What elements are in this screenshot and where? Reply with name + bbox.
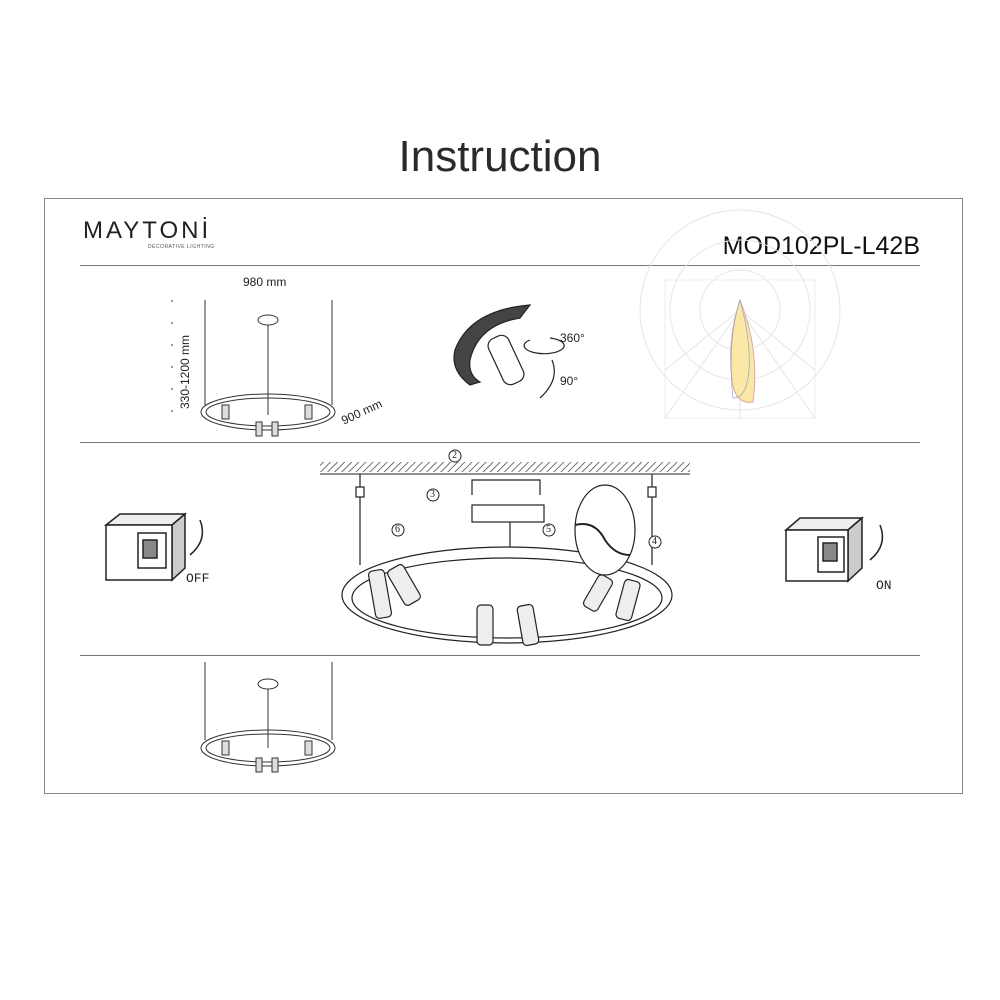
divider bbox=[80, 442, 920, 443]
width-dimension: 980 mm bbox=[243, 275, 287, 289]
rotation-vertical-label: 90° bbox=[560, 374, 579, 388]
page-title: Instruction bbox=[398, 132, 602, 181]
rotation-horizontal-label: 360° bbox=[560, 331, 585, 345]
step-5-marker: 5 bbox=[546, 524, 551, 535]
divider bbox=[80, 265, 920, 266]
model-number: MOD102PL-L42B bbox=[722, 232, 920, 260]
light-distribution-polar-chart bbox=[639, 209, 841, 419]
brand-tagline: DECORATIVE LIGHTING bbox=[148, 244, 215, 250]
step-3-marker: 3 bbox=[430, 489, 435, 500]
switch-on-label: ON bbox=[876, 578, 892, 593]
switch-off-label: OFF bbox=[186, 571, 210, 586]
divider bbox=[80, 655, 920, 656]
instruction-sheet bbox=[44, 198, 963, 794]
step-6-marker: 6 bbox=[395, 524, 400, 535]
step-4-marker: 4 bbox=[652, 536, 657, 547]
step-2-marker: 2 bbox=[452, 450, 457, 461]
brand-logo: MAYTONİ bbox=[83, 217, 212, 244]
